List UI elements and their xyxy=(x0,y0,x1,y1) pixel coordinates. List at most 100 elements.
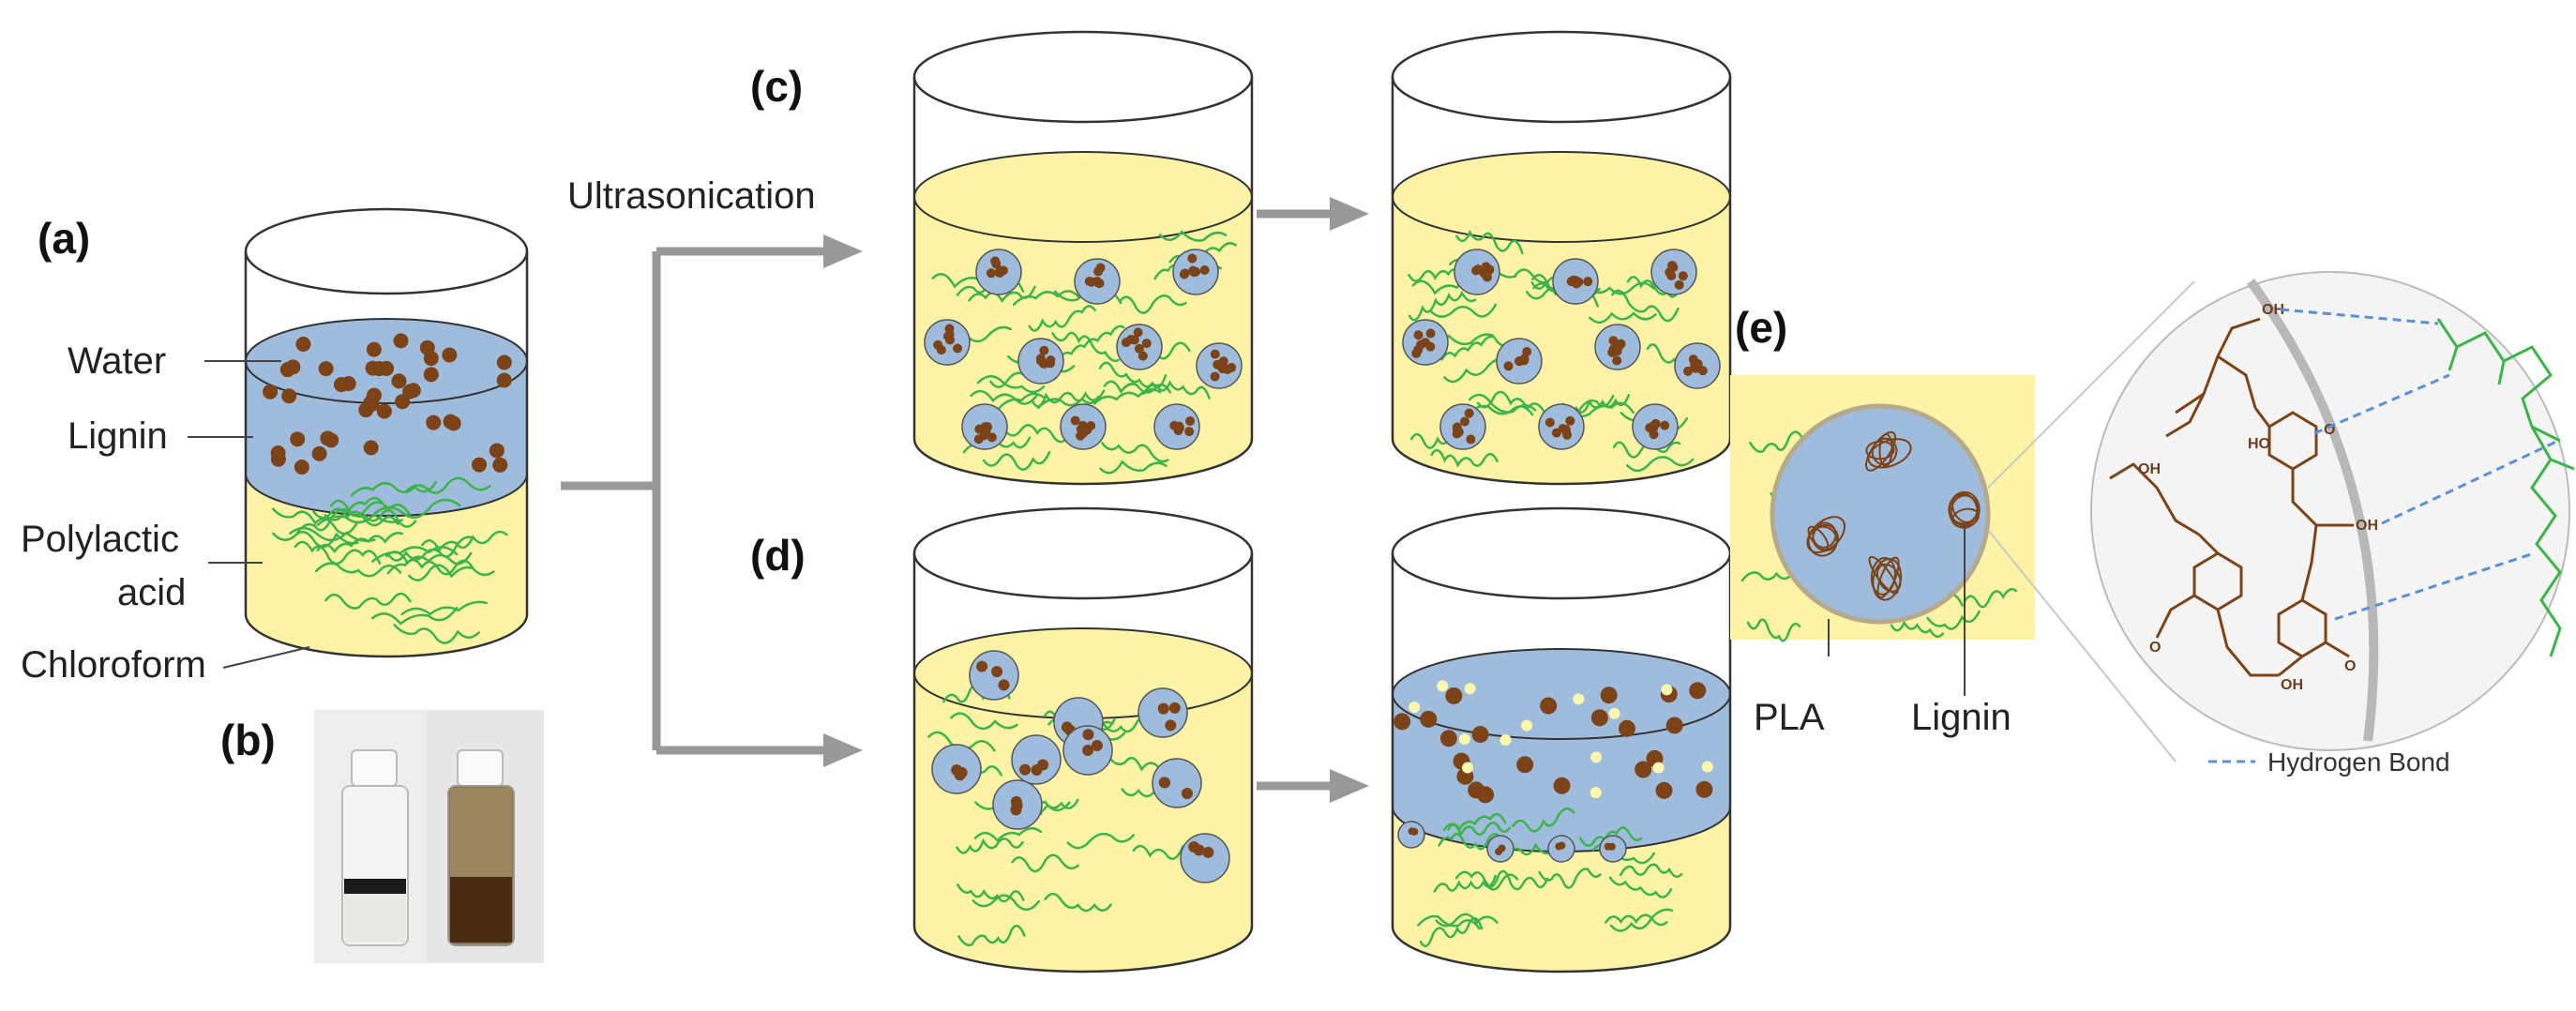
particle xyxy=(1393,713,1411,731)
particle xyxy=(1553,777,1571,794)
pla-chain xyxy=(957,883,1025,903)
panel-label-e: (e) xyxy=(1735,303,1787,352)
particle xyxy=(945,335,956,345)
pla-chain xyxy=(982,450,1051,471)
particle xyxy=(1416,340,1426,350)
particle xyxy=(1466,434,1476,445)
particle xyxy=(973,434,984,445)
particle xyxy=(1070,415,1080,426)
particle xyxy=(1091,740,1103,752)
particle xyxy=(1413,330,1424,340)
particle xyxy=(1471,726,1489,744)
label-hydrogen-bond: Hydrogen Bond xyxy=(2267,747,2450,777)
droplet xyxy=(1180,833,1230,883)
pla-chain xyxy=(1011,853,1079,873)
particle xyxy=(1544,417,1555,428)
particle xyxy=(1187,253,1198,264)
pla-chain xyxy=(1057,324,1125,362)
particle xyxy=(1498,844,1506,853)
particle xyxy=(1180,268,1190,279)
particle xyxy=(1678,271,1688,281)
pla-chain xyxy=(1484,869,1549,891)
pla-chain xyxy=(350,480,438,497)
particle xyxy=(1468,781,1485,799)
pla-chain xyxy=(1002,424,1072,444)
particle xyxy=(1674,279,1684,290)
hydrogen-bonds xyxy=(2280,308,2559,621)
pla-chain xyxy=(1926,610,1981,630)
particle xyxy=(1464,683,1476,695)
pla-chain xyxy=(371,546,459,563)
particle xyxy=(391,373,407,389)
panel-label-b: (b) xyxy=(220,716,276,764)
interface-boundary xyxy=(2246,279,2379,742)
pla-molecule xyxy=(2436,318,2575,657)
pla-chain xyxy=(1749,430,1803,453)
molecular-zoom: OH OH HO OH O O O OH xyxy=(2090,271,2575,751)
particle xyxy=(1462,762,1474,774)
lignin-tangle xyxy=(1876,556,1900,598)
particle xyxy=(1076,430,1086,441)
particle xyxy=(1141,339,1152,349)
chem-ho: HO xyxy=(2248,436,2270,452)
particle xyxy=(496,355,512,370)
panel-label-d: (d) xyxy=(750,531,806,580)
chem-o-3: O xyxy=(2344,658,2356,674)
beaker-rim xyxy=(244,207,529,295)
particle xyxy=(951,764,963,777)
particle xyxy=(1129,335,1139,345)
particle xyxy=(1010,795,1022,807)
particle xyxy=(1655,781,1673,799)
particle xyxy=(426,415,442,430)
particle xyxy=(1590,751,1603,763)
particle xyxy=(1618,719,1635,737)
particle xyxy=(1661,684,1673,696)
particle xyxy=(1095,263,1106,273)
particle xyxy=(263,384,279,400)
pla-chain xyxy=(970,389,1038,405)
particle xyxy=(1667,261,1678,271)
particle xyxy=(1409,702,1421,714)
label-pla-line1: Polylactic xyxy=(21,519,179,560)
particle xyxy=(991,666,1003,678)
particle xyxy=(318,361,334,377)
particle xyxy=(986,268,996,279)
pla-chain xyxy=(324,592,412,610)
vial1-cap xyxy=(351,749,398,787)
lignin-tangle xyxy=(1812,521,1837,549)
particle xyxy=(1452,422,1462,432)
label-lignin: Lignin xyxy=(68,415,168,457)
particle xyxy=(1604,842,1612,851)
pla-chain xyxy=(1142,380,1211,400)
pla-chain xyxy=(1092,388,1162,405)
particle xyxy=(1697,366,1708,376)
particle xyxy=(1082,729,1094,741)
particle xyxy=(371,361,387,377)
particle xyxy=(405,383,421,399)
pla-chain xyxy=(1119,294,1187,314)
pla-chain xyxy=(1476,390,1545,413)
pla-chain xyxy=(1012,290,1081,306)
pla-chain xyxy=(1158,230,1228,242)
interface-line xyxy=(245,473,528,517)
particle xyxy=(423,367,439,383)
beaker-d2 xyxy=(1391,506,1732,973)
particle xyxy=(1165,719,1177,732)
particle xyxy=(1191,266,1201,277)
particle xyxy=(1565,415,1575,426)
particle xyxy=(1019,763,1032,776)
beaker-wall xyxy=(244,251,529,658)
particle xyxy=(1420,710,1438,728)
pla-chain xyxy=(329,499,417,528)
pla-chain xyxy=(950,712,1018,731)
label-ultrasonication: Ultrasonication xyxy=(567,175,816,217)
pla-chain xyxy=(393,624,480,644)
pla-chain xyxy=(316,513,403,526)
particle xyxy=(998,679,1010,691)
lignin-particles xyxy=(263,333,512,475)
pla-chain xyxy=(976,374,1046,394)
pla-chain xyxy=(1604,913,1668,927)
particle xyxy=(1425,328,1436,339)
vial-photo xyxy=(314,710,544,963)
